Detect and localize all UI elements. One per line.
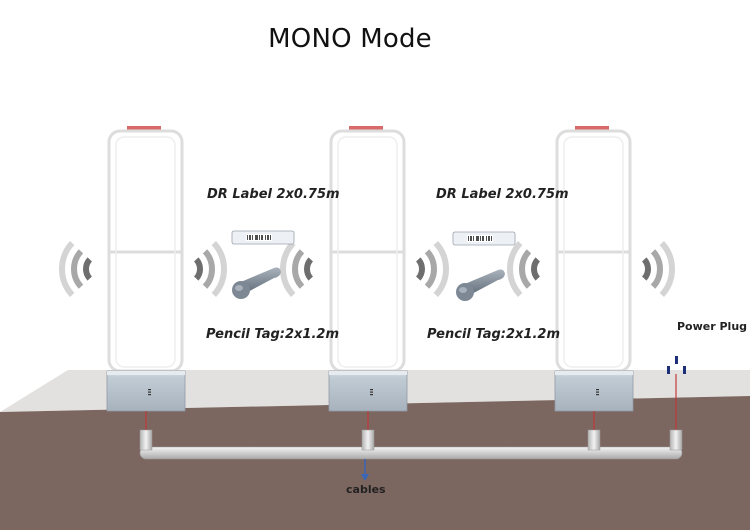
dr-label-caption: DR Label 2x0.75m	[436, 187, 569, 202]
vent-slot	[596, 391, 599, 393]
wave-arc	[659, 241, 675, 297]
antenna-inner-frame	[563, 136, 624, 368]
power-plug-icon	[667, 356, 686, 432]
wave-arc	[304, 257, 314, 281]
wave-arc	[211, 241, 227, 297]
pedestal-base	[328, 370, 408, 412]
eas-pedestal	[554, 126, 634, 431]
vent-slot	[370, 389, 373, 391]
barcode-bar	[480, 236, 481, 241]
wave-arc	[292, 249, 305, 289]
wave-arc	[202, 249, 215, 289]
barcode-bar	[247, 235, 248, 240]
barcode-bar	[473, 236, 474, 241]
barcode-bar	[249, 235, 250, 240]
pencil-tag-caption: Pencil Tag:2x1.2m	[427, 327, 561, 342]
barcode-bar	[255, 235, 256, 240]
indicator-light	[575, 126, 609, 130]
ground	[0, 396, 750, 530]
vent-slot	[148, 389, 151, 391]
signal-wave-icon	[415, 241, 449, 297]
wave-arc	[71, 249, 84, 289]
wave-arc	[415, 257, 425, 281]
eas-pedestal	[106, 126, 186, 431]
pedestal-base-top	[107, 371, 185, 375]
power-plug-label: Power Plug	[677, 320, 748, 333]
vent-slot	[596, 394, 599, 396]
pedestal-base-top	[329, 371, 407, 375]
barcode-bar	[476, 236, 477, 241]
barcode-bar	[259, 235, 260, 240]
conduit-post	[669, 429, 683, 451]
dr-label-tag	[452, 231, 516, 246]
dr-label-tag	[231, 230, 295, 245]
cable-arrow-icon	[361, 459, 369, 481]
barcode-bar	[478, 236, 479, 241]
barcode-bar	[257, 235, 258, 240]
signal-wave-icon	[59, 241, 93, 297]
conduit-post	[587, 429, 601, 451]
wave-arc	[507, 241, 523, 297]
wave-arc	[531, 257, 541, 281]
barcode-bar	[270, 235, 271, 240]
wave-arc	[641, 257, 651, 281]
barcode-bar	[268, 235, 269, 240]
barcode-bar	[471, 236, 472, 241]
cable-conduit	[139, 446, 683, 460]
pedestal-base	[106, 370, 186, 412]
barcode-bar	[250, 235, 251, 240]
wave-arc	[83, 257, 93, 281]
signal-wave-icon	[280, 241, 314, 297]
barcode-bar	[265, 235, 266, 240]
conduit-post	[139, 429, 153, 451]
barcode-bar	[252, 235, 253, 240]
pencil-tag	[456, 269, 505, 301]
wave-arc	[519, 249, 532, 289]
antenna-inner-frame	[115, 136, 176, 368]
vent-slot	[370, 394, 373, 396]
pedestal-base-top	[555, 371, 633, 375]
dr-label-caption: DR Label 2x0.75m	[207, 187, 340, 202]
wave-arc	[193, 257, 203, 281]
page-title: MONO Mode	[268, 24, 432, 54]
wave-arc	[59, 241, 75, 297]
barcode-bar	[488, 236, 489, 241]
barcode-bar	[267, 235, 268, 240]
vent-slot	[370, 391, 373, 393]
barcode-bar	[483, 236, 484, 241]
signal-wave-icon	[641, 241, 675, 297]
conduit-post	[361, 429, 375, 451]
barcode-bar	[261, 235, 262, 240]
vent-slot	[148, 394, 151, 396]
cables-label: cables	[346, 483, 386, 496]
barcode-bar	[486, 236, 487, 241]
vent-slot	[148, 391, 151, 393]
pedestal-base	[554, 370, 634, 412]
barcode-bar	[256, 235, 257, 240]
indicator-light	[349, 126, 383, 130]
wave-arc	[650, 249, 663, 289]
barcode-bar	[470, 236, 471, 241]
eas-pedestal	[328, 126, 408, 431]
wave-arc	[424, 249, 437, 289]
barcode-bar	[477, 236, 478, 241]
pencil-tag	[232, 267, 281, 299]
barcode-bar	[489, 236, 490, 241]
wave-arc	[280, 241, 296, 297]
barcode-bar	[468, 236, 469, 241]
barcode-bar	[262, 235, 263, 240]
antenna-inner-frame	[337, 136, 398, 368]
indicator-light	[127, 126, 161, 130]
vent-slot	[596, 389, 599, 391]
barcode-bar	[482, 236, 483, 241]
wave-arc	[433, 241, 449, 297]
signal-wave-icon	[507, 241, 541, 297]
pencil-tag-caption: Pencil Tag:2x1.2m	[206, 327, 340, 342]
signal-wave-icon	[193, 241, 227, 297]
barcode-bar	[491, 236, 492, 241]
